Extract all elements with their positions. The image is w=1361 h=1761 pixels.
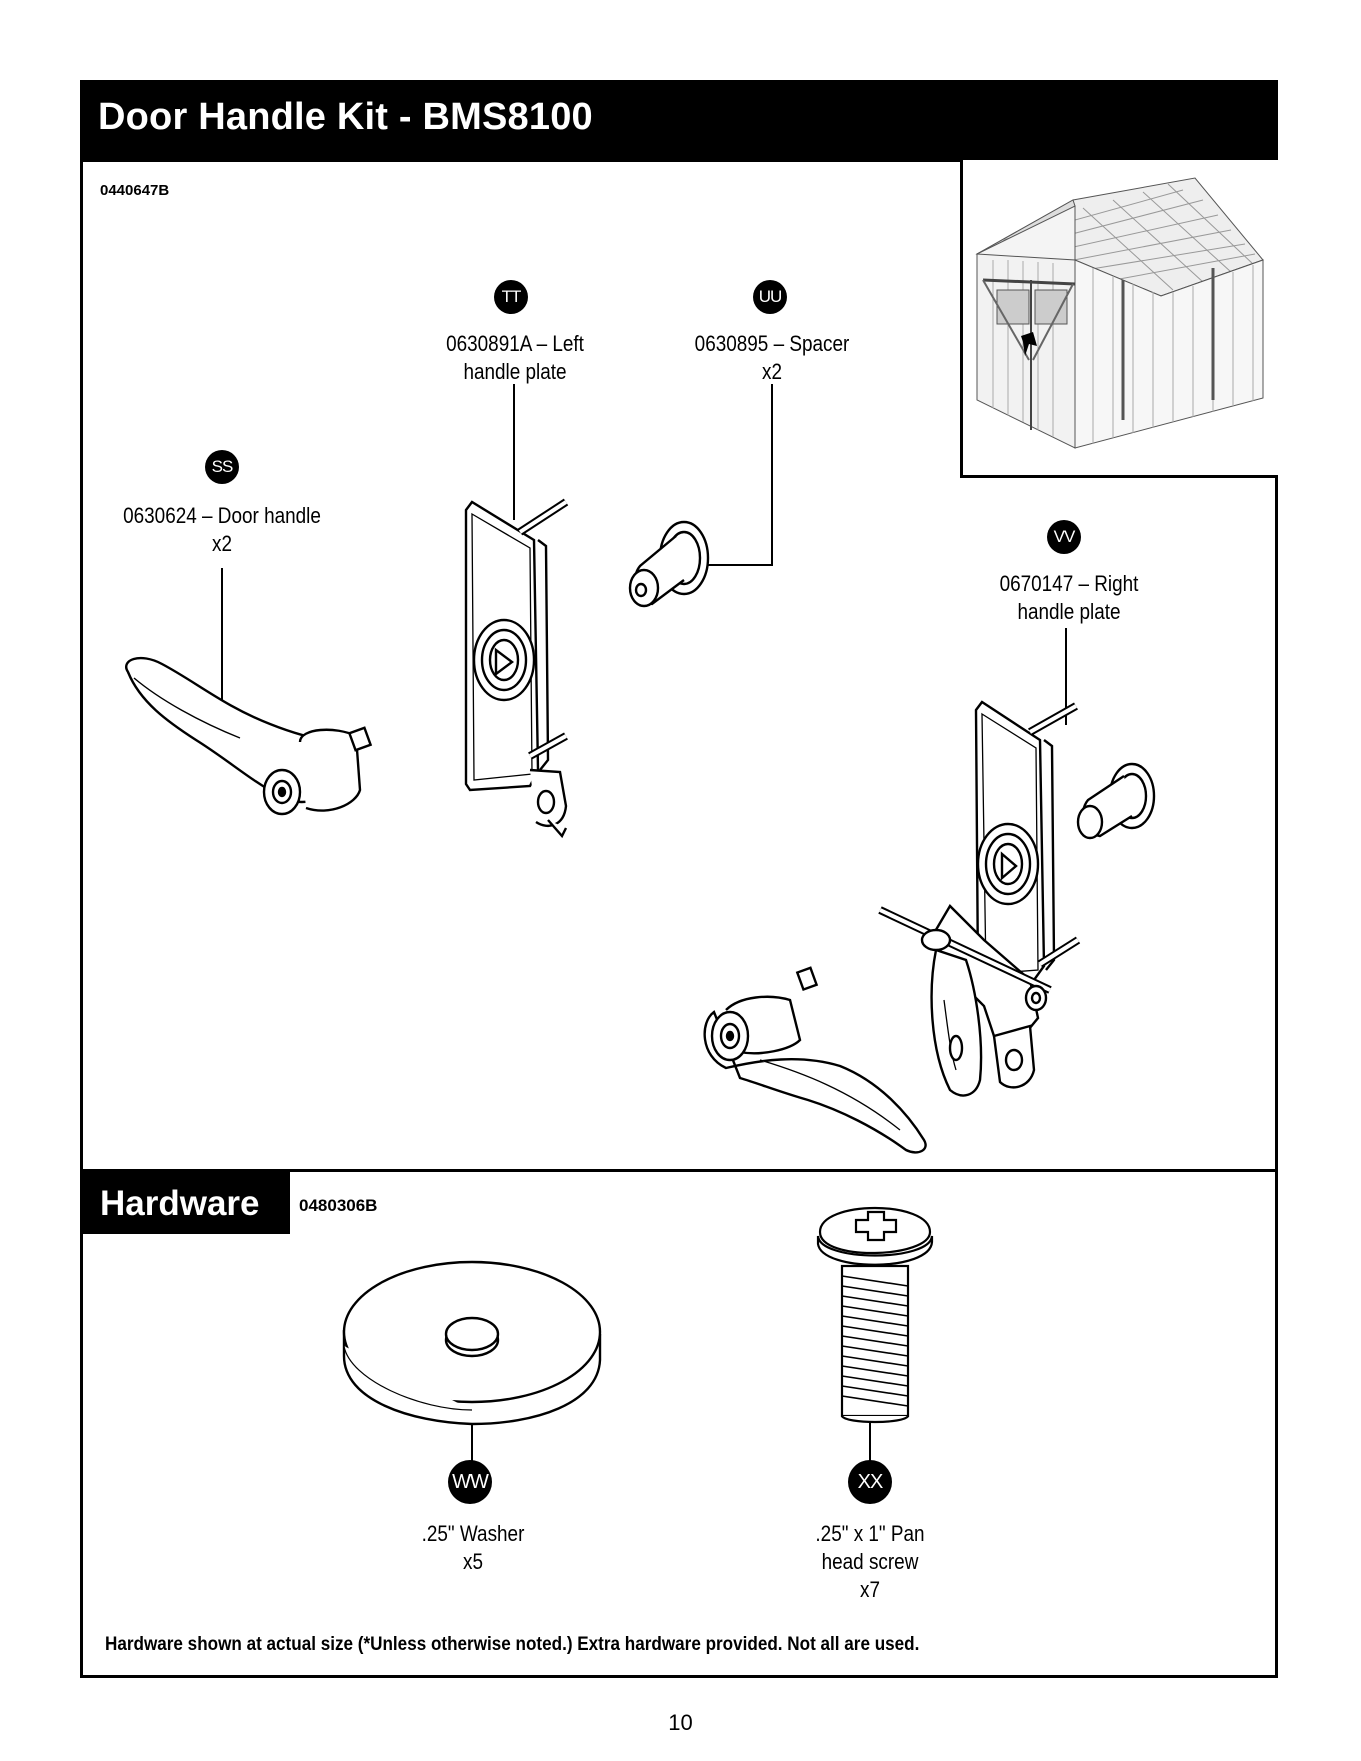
label-right-handle-plate: 0670147 – Right handle plate <box>975 570 1162 626</box>
screw-desc: head screw <box>821 1549 919 1574</box>
screw-name: .25" x 1" Pan <box>815 1521 925 1546</box>
label-door-handle: 0630624 – Door handle x2 <box>108 502 335 558</box>
page-number: 10 <box>668 1710 693 1735</box>
badge-xx: XX <box>848 1460 892 1504</box>
label-washer: .25" Washer x5 <box>393 1520 553 1576</box>
washer-qty: x5 <box>463 1549 483 1574</box>
left-plate-desc: handle plate <box>463 359 567 384</box>
spacer-qty: x2 <box>762 359 782 384</box>
washer-name: .25" Washer <box>421 1521 525 1546</box>
badge-ww: WW <box>448 1460 492 1504</box>
door-handle-name: 0630624 – Door handle <box>123 503 321 528</box>
hardware-heading-tab: Hardware <box>80 1172 290 1234</box>
spacer-drawing <box>628 520 710 608</box>
shed-inset <box>960 160 1278 478</box>
label-spacer: 0630895 – Spacer x2 <box>676 330 869 386</box>
title-bar: Door Handle Kit - BMS8100 <box>80 80 1278 162</box>
label-left-handle-plate: 0630891A – Left handle plate <box>416 330 614 386</box>
section-divider <box>80 1169 1278 1172</box>
screw-qty: x7 <box>860 1577 880 1602</box>
badge-ss: SS <box>205 450 239 484</box>
screw-drawing <box>816 1206 934 1424</box>
hardware-footnote: Hardware shown at actual size (*Unless o… <box>105 1634 920 1655</box>
kit-code: 0440647B <box>100 182 170 199</box>
spacer-name: 0630895 – Spacer <box>694 331 850 356</box>
hardware-heading: Hardware <box>100 1184 260 1223</box>
label-screw: .25" x 1" Pan head screw x7 <box>793 1520 948 1604</box>
washer-drawing <box>342 1260 602 1426</box>
badge-tt: TT <box>494 280 528 314</box>
left-plate-name: 0630891A – Left <box>446 331 584 356</box>
right-plate-name: 0670147 – Right <box>999 571 1139 596</box>
door-handle-qty: x2 <box>212 531 232 556</box>
page-title: Door Handle Kit - BMS8100 <box>98 96 593 138</box>
shed-illustration <box>975 177 1264 449</box>
badge-uu: UU <box>753 280 787 314</box>
right-plate-desc: handle plate <box>1017 599 1121 624</box>
door-handle-drawing <box>125 656 373 816</box>
badge-vv: VV <box>1047 520 1081 554</box>
left-handle-plate-drawing <box>464 498 569 839</box>
right-handle-plate-drawing <box>703 700 1156 1154</box>
hardware-code: 0480306B <box>299 1196 378 1215</box>
